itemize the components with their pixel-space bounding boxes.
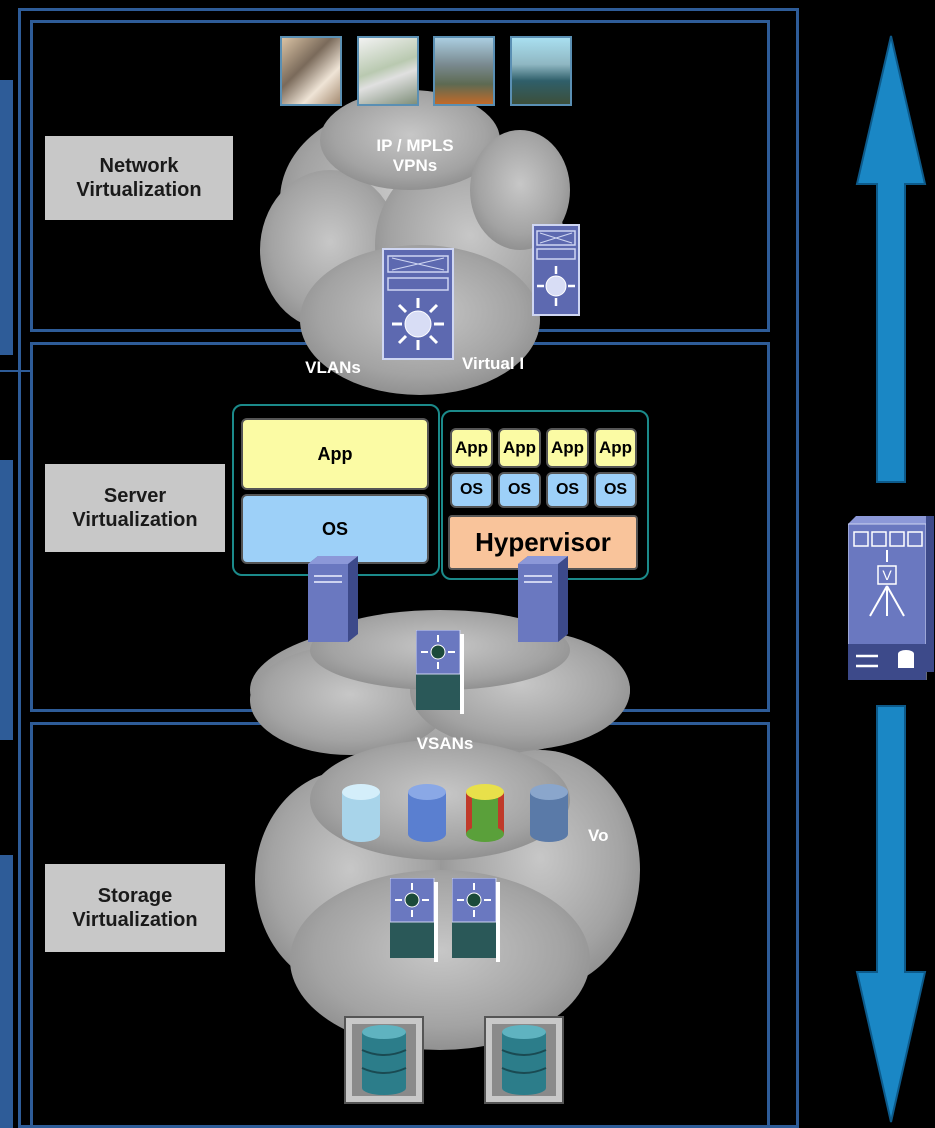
network-virtualization-label: Network Virtualization — [45, 136, 233, 220]
storage-array-icon — [344, 1016, 424, 1104]
server-icon-2 — [518, 556, 568, 642]
vo-label: Vo — [588, 826, 609, 845]
left-edge-bar-3 — [0, 855, 13, 1128]
storage-virtualization-label: Storage Virtualization — [45, 864, 225, 952]
storage-cloud — [255, 740, 640, 1050]
storage-array-icon-2 — [484, 1016, 564, 1104]
virtualization-engine-icon: V — [848, 516, 934, 680]
ip-mpls-vpns-label: IP / MPLS VPNs — [376, 136, 454, 175]
photo-document-icon — [357, 36, 419, 106]
vm-app-1: App — [450, 428, 493, 468]
up-arrow-icon — [855, 35, 927, 483]
vm-os-4: OS — [594, 472, 637, 508]
vm-os-3: OS — [546, 472, 589, 508]
photo-building-icon — [433, 36, 495, 106]
vm-app-2: App — [498, 428, 541, 468]
network-cloud — [260, 90, 570, 395]
left-edge-bar-2 — [0, 460, 13, 740]
mds-switch-icon — [416, 630, 464, 714]
vm-os-1: OS — [450, 472, 493, 508]
san-cloud — [250, 610, 630, 760]
volume-icon-3 — [466, 784, 504, 842]
volume-icon-1 — [342, 784, 380, 842]
vsans-label: VSANs — [416, 734, 474, 753]
server-icon — [308, 556, 358, 642]
mds-switch-icon-3 — [452, 878, 500, 962]
volume-icon-4 — [530, 784, 568, 842]
down-arrow-icon — [855, 705, 927, 1123]
vm-app-3: App — [546, 428, 589, 468]
vm-app-4: App — [594, 428, 637, 468]
photo-person-icon — [280, 36, 342, 106]
left-edge-bar-1 — [0, 80, 13, 355]
left-edge-line — [0, 370, 32, 372]
single-os-box: OS — [241, 494, 429, 564]
multilayer-switch-icon — [382, 248, 454, 360]
multilayer-switch-small-icon — [532, 224, 580, 316]
mds-switch-icon-2 — [390, 878, 438, 962]
svg-text:V: V — [882, 567, 892, 583]
single-app-box: App — [241, 418, 429, 490]
server-virtualization-label: Server Virtualization — [45, 464, 225, 552]
vlans-label: VLANs — [305, 358, 361, 377]
photo-plant-icon — [510, 36, 572, 106]
vm-os-2: OS — [498, 472, 541, 508]
volume-icon-2 — [408, 784, 446, 842]
virtual-label: Virtual I — [462, 354, 525, 373]
